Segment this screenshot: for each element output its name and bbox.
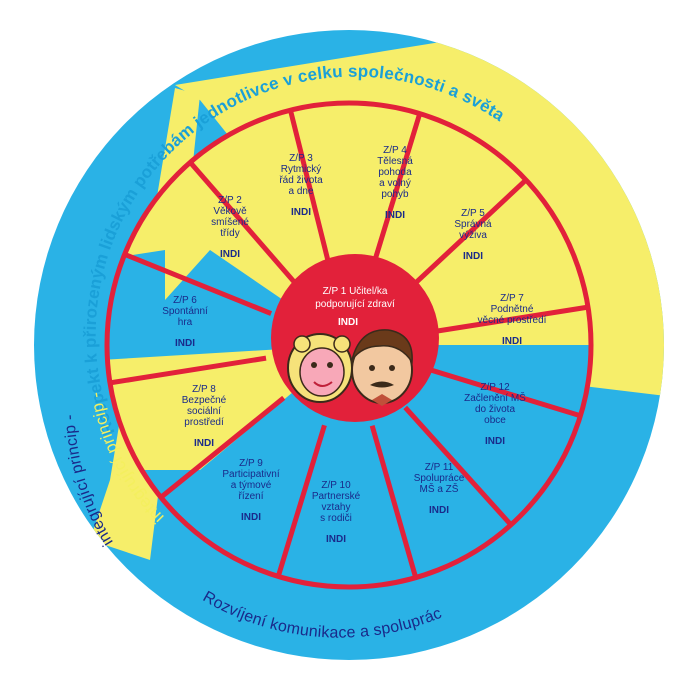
- segment-8-line-1: Z/P 8: [192, 384, 216, 395]
- segment-divider-9: [369, 425, 419, 579]
- center-line-2: podporující zdraví: [315, 299, 395, 310]
- segment-11-line-2: Spolupráce: [414, 473, 465, 484]
- segment-8-line-3: sociální: [187, 406, 221, 417]
- center-hub: Z/P 1 Učitel/ka podporující zdraví INDI: [271, 254, 439, 422]
- segment-2-line-4: třídy: [220, 228, 239, 239]
- segment-9-line-3: a týmové: [231, 480, 272, 491]
- segment-10-line-1: Z/P 10: [321, 480, 351, 491]
- center-tag: INDI: [338, 317, 358, 328]
- segment-12-line-4: obce: [484, 415, 506, 426]
- segment-divider-11: [159, 395, 286, 500]
- segment-4-line-2: Tělesná: [377, 156, 413, 167]
- segment-4-line-5: pohyb: [381, 189, 409, 200]
- segment-2-line-2: Věkově: [213, 206, 247, 217]
- segment-7-line-3: věcné prostředí: [478, 315, 547, 326]
- children-illustration-icon: [287, 329, 413, 406]
- segment-10-line-4: s rodiči: [320, 513, 352, 524]
- segment-8-line-4: prostředí: [184, 417, 224, 428]
- segment-6-line-2: Spontánní: [162, 306, 208, 317]
- segment-9-line-2: Participativní: [222, 469, 279, 480]
- segment-12-line-3: do života: [475, 404, 515, 415]
- girl-face-icon: [287, 333, 353, 403]
- segment-6-line-1: Z/P 6: [173, 295, 197, 306]
- segment-3-line-2: Rytmický: [281, 164, 322, 175]
- segment-4-line-1: Z/P 4: [383, 145, 407, 156]
- segment-divider-7: [428, 367, 582, 419]
- segment-11-tag: INDI: [429, 505, 449, 516]
- segment-8-line-2: Bezpečné: [182, 395, 227, 406]
- segment-12-tag: INDI: [485, 436, 505, 447]
- segment-9-tag: INDI: [241, 512, 261, 523]
- segment-11-line-1: Z/P 11: [425, 462, 454, 473]
- segment-12-line-1: Z/P 12: [480, 382, 510, 393]
- segment-6-line-3: hra: [178, 317, 193, 328]
- segment-2-tag: INDI: [220, 249, 240, 260]
- segment-5-tag: INDI: [463, 251, 483, 262]
- segments-disc-yellow: [107, 103, 591, 345]
- segment-divider-12: [109, 355, 267, 386]
- segment-4-line-4: a volný: [379, 178, 411, 189]
- segment-divider-6: [431, 304, 589, 335]
- segment-divider-5: [408, 178, 528, 290]
- segment-divider-3: [288, 109, 332, 265]
- segment-9-line-1: Z/P 9: [239, 458, 263, 469]
- segment-8-tag: INDI: [194, 438, 214, 449]
- segments-disc-rim: [104, 100, 594, 590]
- segment-2-line-3: smíšené: [211, 217, 249, 228]
- segment-11-line-3: MŠ a ZŠ: [420, 482, 459, 495]
- segment-5-line-1: Z/P 5: [461, 208, 485, 219]
- segment-5-line-2: Správná: [454, 219, 492, 230]
- boy-face-icon: [351, 329, 413, 406]
- segment-3-line-3: řád života: [279, 175, 323, 186]
- segment-12-line-2: Začlenění MŠ: [464, 391, 526, 404]
- segment-9-line-4: řízení: [238, 491, 263, 502]
- segment-3-line-4: a dne: [288, 186, 313, 197]
- segment-10-line-2: Partnerské: [312, 491, 361, 502]
- segment-divider-1: [123, 252, 273, 316]
- segment-6-tag: INDI: [175, 338, 195, 349]
- segment-dividers: [109, 109, 589, 579]
- segment-7-line-1: Z/P 7: [500, 293, 524, 304]
- segment-10-tag: INDI: [326, 534, 346, 545]
- segment-5-line-3: výživa: [459, 230, 487, 241]
- segment-divider-10: [275, 424, 327, 578]
- segment-divider-8: [403, 405, 513, 527]
- segment-divider-2: [188, 160, 296, 284]
- segment-10-line-3: vztahy: [322, 502, 351, 513]
- segment-7-tag: INDI: [502, 336, 522, 347]
- center-line-1: Z/P 1 Učitel/ka: [323, 286, 388, 297]
- segment-7-line-2: Podnětné: [491, 304, 534, 315]
- segment-3-tag: INDI: [291, 207, 311, 218]
- segment-4-tag: INDI: [385, 210, 405, 221]
- segment-4-line-3: pohoda: [378, 167, 412, 178]
- segment-2-line-1: Z/P 2: [218, 195, 242, 206]
- segment-3-line-1: Z/P 3: [289, 153, 313, 164]
- segment-divider-4: [371, 112, 423, 266]
